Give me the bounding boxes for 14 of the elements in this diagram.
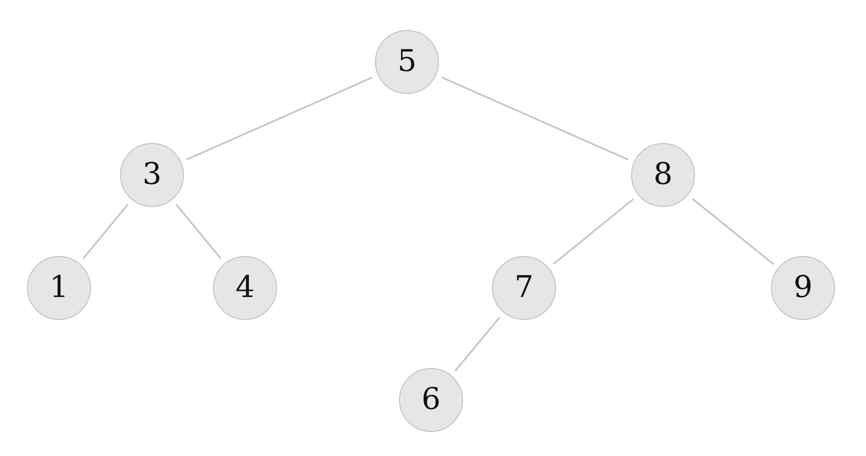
tree-edge-line bbox=[176, 204, 222, 260]
node-value: 3 bbox=[142, 160, 162, 190]
node-value: 5 bbox=[397, 47, 417, 77]
node-value: 9 bbox=[793, 273, 813, 303]
tree-edge-line bbox=[692, 198, 774, 265]
node-value: 4 bbox=[235, 273, 255, 303]
node-value: 6 bbox=[421, 385, 441, 415]
tree-edge-line bbox=[441, 76, 629, 160]
node-value: 1 bbox=[49, 273, 69, 303]
tree-edge-line bbox=[82, 204, 128, 260]
node-value: 8 bbox=[653, 160, 673, 190]
node-value: 7 bbox=[514, 273, 534, 303]
tree-edge-line bbox=[186, 76, 373, 160]
tree-edge-line bbox=[454, 316, 500, 372]
